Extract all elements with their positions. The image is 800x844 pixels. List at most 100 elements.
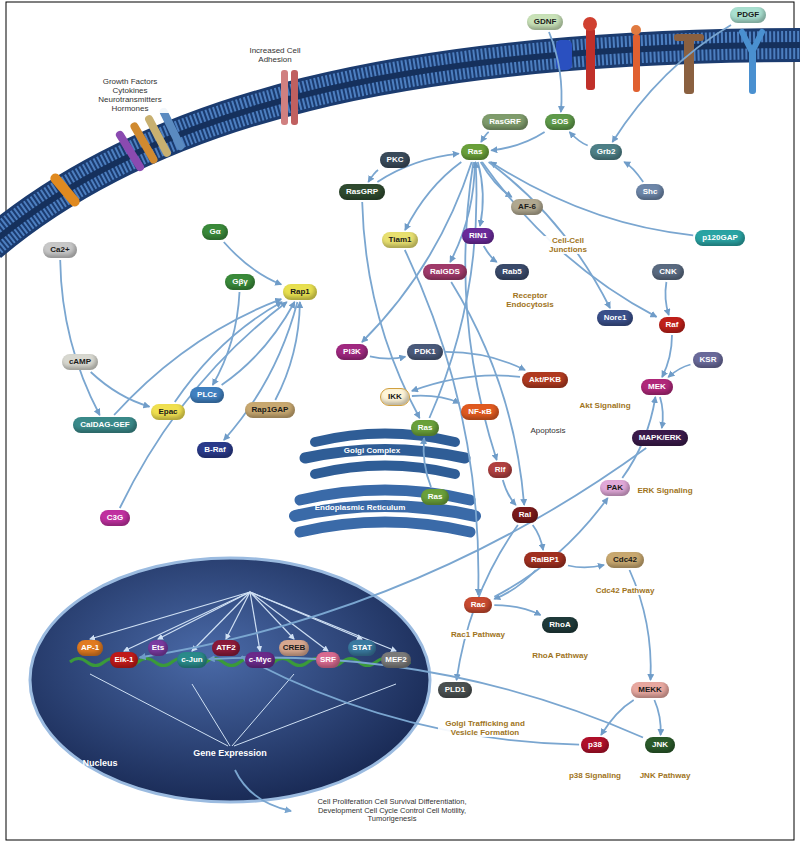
protein-name: Grb2 [597,147,616,157]
transcription-factor: CREB [279,640,310,656]
transcription-factor: AP-1 [77,640,103,656]
protein-name: Gβγ [232,277,248,287]
protein-name: Rab5 [502,267,522,277]
protein-name: Rlf [495,465,506,475]
protein-name: p120GAP [702,233,738,243]
protein-oval: p38 [581,737,609,753]
protein-name: Elk-1 [114,655,133,665]
annotation-text: RhoA Pathway [531,651,589,660]
protein-name: Rac [471,600,486,610]
protein-oval: Ca2+ [43,242,76,258]
protein-name: PI3K [343,347,361,357]
protein-name: Raf [666,320,679,330]
protein-oval: Nore1 [597,310,634,326]
protein-name: SRF [320,655,336,665]
golgi-complex [305,434,465,475]
annotation-text: Cell-Cell Junctions [539,236,597,254]
protein-oval: MAPK/ERK [632,430,689,446]
gpcr-receptors [48,107,185,209]
protein-oval: Rlf [488,462,513,478]
protein-name: Cdc42 [613,555,637,565]
protein-name: GDNF [534,17,557,27]
protein-oval: PAK [600,480,630,496]
protein-name: KSR [700,355,717,365]
transcription-factor: c-Myc [245,652,276,668]
signal-arrow [482,162,656,317]
protein-oval: Grb2 [590,144,623,160]
annotation-text: Golgi Trafficking and Vesicle Formation [438,719,532,737]
protein-name: RIN1 [469,231,487,241]
signal-arrow [405,250,479,595]
protein-oval: Ras [421,489,450,505]
signal-arrow [478,162,483,226]
protein-name: MEK [648,382,666,392]
protein-oval: MEK [641,379,673,395]
signal-arrow [457,525,518,680]
protein-name: MEF2 [385,655,406,665]
signal-arrow [533,525,543,550]
protein-oval: Rac [464,597,493,613]
protein-oval: GDNF [527,14,564,30]
protein-oval: RhoA [542,617,577,633]
signal-arrow [654,700,660,735]
transcription-factor: ATF2 [212,640,239,656]
protein-name: p38 [588,740,602,750]
signal-arrow [481,132,489,142]
plasma-membrane [0,45,800,245]
protein-oval: CNK [652,264,683,280]
signal-arrow [91,372,150,407]
protein-oval: RalBP1 [524,552,566,568]
protein-name: Rap1GAP [252,405,289,415]
protein-oval: JNK [645,737,675,753]
annotation-text: Akt Signaling [578,401,631,410]
protein-oval: Shc [636,184,665,200]
protein-oval: PKC [380,152,411,168]
protein-name: Rap1 [290,287,310,297]
protein-name: RasGRF [489,117,521,127]
annotation-text: Increased Cell Adhesion [243,46,307,64]
signal-arrow [362,202,419,418]
signal-arrow [668,365,690,378]
protein-oval: RasGRF [482,114,528,130]
signal-arrow [549,32,562,112]
protein-name: Tiam1 [389,235,412,245]
protein-oval: Tiam1 [382,232,419,248]
annotation-text: Growth Factors Cytokines Neurotransmitte… [88,77,172,113]
protein-name: Ca2+ [50,245,69,255]
signal-arrow [570,132,588,146]
annotation-text: Rac1 Pathway [450,630,506,639]
protein-name: PLCε [197,390,217,400]
signal-arrow [213,292,240,385]
transcription-factor: Elk-1 [110,652,137,668]
compartment-label: Gene Expression [193,748,267,758]
protein-oval: KSR [693,352,724,368]
protein-name: C3G [107,513,123,523]
signal-arrow [140,448,647,658]
annotation-text: Cdc42 Pathway [595,586,656,595]
protein-oval: PI3K [336,344,368,360]
signal-arrow [484,246,497,262]
signal-arrow [368,170,378,182]
protein-oval: PLCε [190,387,224,403]
protein-oval: PLD1 [438,682,472,698]
protein-oval: Ras [461,144,490,160]
figure-frame [6,2,794,840]
protein-name: Ral [519,510,531,520]
protein-oval: p120GAP [695,230,745,246]
annotation-text: p38 Signaling [568,771,622,780]
signal-arrow [429,162,476,418]
protein-name: RalBP1 [531,555,559,565]
signal-arrow [491,132,544,150]
protein-name: Ras [428,492,443,502]
protein-name: AP-1 [81,643,99,653]
protein-oval: IKK [380,388,410,406]
protein-name: Ras [468,147,483,157]
protein-oval: Raf [659,317,686,333]
nucleus-envelope [30,558,430,802]
protein-name: MAPK/ERK [639,433,682,443]
protein-name: Nore1 [604,313,627,323]
protein-oval: Rap1 [283,284,317,300]
annotation-text: Cell Proliferation Cell Survival Differe… [296,798,488,824]
protein-name: ATF2 [216,643,235,653]
